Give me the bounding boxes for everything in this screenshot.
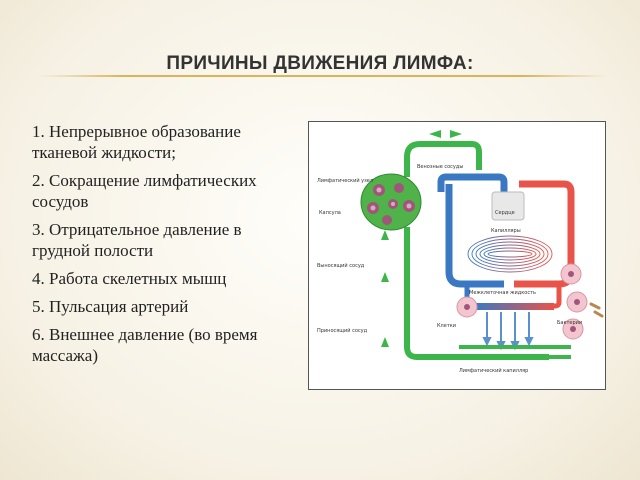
lymph-circulation-diagram: Венозные сосуды Лимфатический узел Капсу… bbox=[308, 121, 606, 390]
diagram-svg: Венозные сосуды Лимфатический узел Капсу… bbox=[317, 130, 604, 374]
heart-icon bbox=[491, 191, 525, 221]
cause-item: 1. Непрерывное образование тканевой жидк… bbox=[32, 122, 241, 162]
label-capsule: Капсула bbox=[319, 210, 341, 216]
label-capillaries: Капилляры bbox=[491, 228, 521, 234]
cause-item: 2. Сокращение лимфатических сосудов bbox=[32, 171, 257, 211]
label-lymph-node: Лимфатический узел bbox=[317, 177, 373, 184]
cells-icon bbox=[456, 263, 588, 340]
capillaries bbox=[467, 235, 553, 273]
label-afferent-vessel: Приносящий сосуд bbox=[317, 327, 368, 334]
lymph-node-icon bbox=[360, 173, 422, 231]
arterial-to-tissue bbox=[524, 287, 562, 309]
cause-item: 4. Работа скелетных мышц bbox=[32, 269, 227, 288]
label-lymph-capillary: Лимфатический капилляр bbox=[459, 367, 528, 374]
causes-list: 1. Непрерывное образование тканевой жидк… bbox=[32, 121, 300, 373]
lymph-flow-arrows bbox=[381, 130, 462, 347]
title-divider bbox=[38, 75, 608, 77]
tissue-fluid-arrows bbox=[482, 312, 534, 351]
label-venous-vessels: Венозные сосуды bbox=[417, 164, 463, 170]
bacteria-icon bbox=[589, 302, 604, 318]
label-efferent-vessel: Выносящий сосуд bbox=[317, 262, 365, 269]
label-tissue-fluid: Межклеточная жидкость bbox=[469, 290, 536, 296]
cause-item: 3. Отрицательное давление в грудной поло… bbox=[32, 220, 242, 260]
cause-item: 6. Внешнее давление (во время массажа) bbox=[32, 325, 258, 365]
label-bacteria: Бактерии bbox=[557, 320, 582, 326]
label-heart: Сердце bbox=[495, 210, 515, 216]
cause-item: 5. Пульсация артерий bbox=[32, 297, 189, 316]
lymph-vessel bbox=[404, 141, 482, 177]
slide-title: ПРИЧИНЫ ДВИЖЕНИЯ ЛИМФА: bbox=[166, 53, 474, 74]
systemic-circuit bbox=[445, 184, 504, 288]
label-cells: Клетки bbox=[437, 323, 456, 329]
